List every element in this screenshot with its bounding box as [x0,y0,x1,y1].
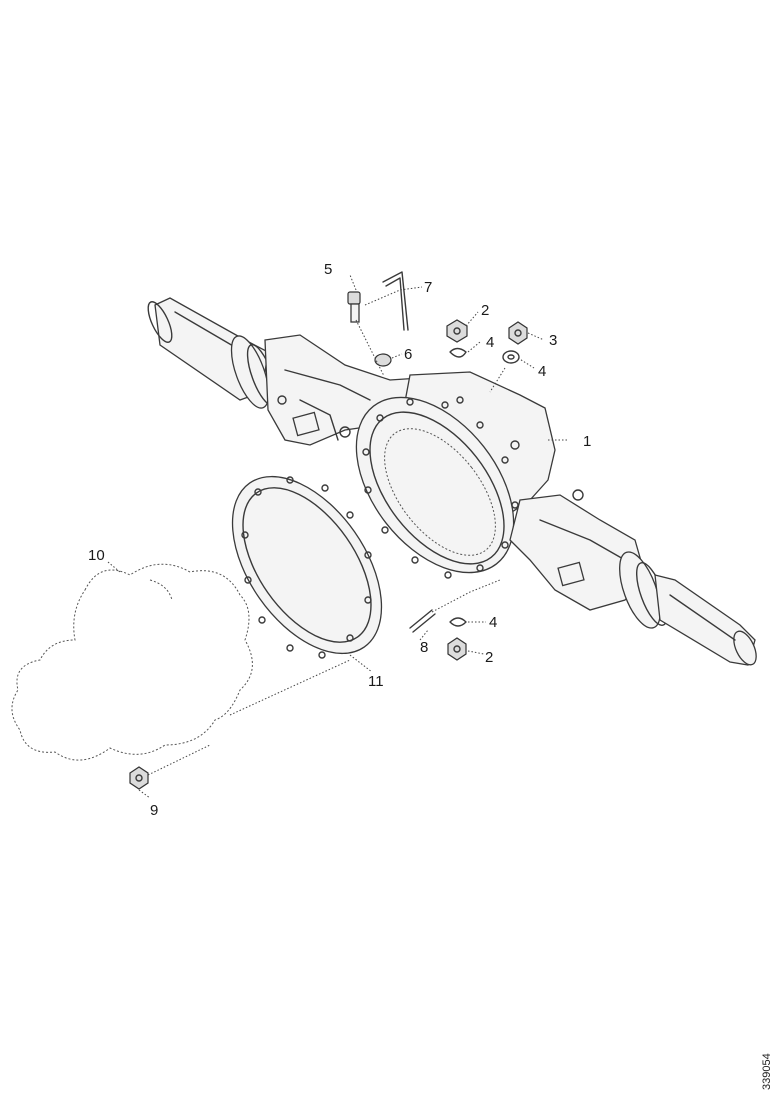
callout-6: 6 [404,346,412,363]
washer-part-4-b [502,350,520,364]
nut-part-9 [129,766,149,790]
rod-part-7 [382,271,409,331]
callout-2-top: 2 [481,302,489,319]
nut-part-2-top [446,319,468,343]
axle-housing-part-1 [147,297,757,666]
callout-8: 8 [420,639,428,656]
callout-10: 10 [88,547,105,564]
callout-5: 5 [324,261,332,278]
callout-2-bottom: 2 [485,649,493,666]
nut-part-3 [508,321,528,345]
stud-part-8 [409,609,436,633]
callout-9: 9 [150,802,158,819]
callout-3: 3 [549,332,557,349]
callout-4-c: 4 [489,614,497,631]
callout-11: 11 [368,673,384,690]
reference-code: 339054 [761,1053,773,1090]
leader-lines [107,274,568,799]
callout-labels: 1 2 3 4 4 5 6 7 4 2 8 11 10 9 [88,261,591,819]
plug-part-6 [374,353,392,367]
breather-part-5 [347,291,361,323]
sealant-part-10 [11,563,253,761]
callout-1: 1 [583,433,591,450]
gasket-part-11 [231,475,383,659]
callout-7: 7 [424,279,432,296]
housing-ring-bolt-holes [362,398,519,579]
nut-part-2-bottom [447,637,467,661]
callout-4-b: 4 [538,363,546,380]
callout-4-a: 4 [486,334,494,351]
washer-part-4-a [449,347,467,358]
washer-part-4-c [449,617,467,627]
